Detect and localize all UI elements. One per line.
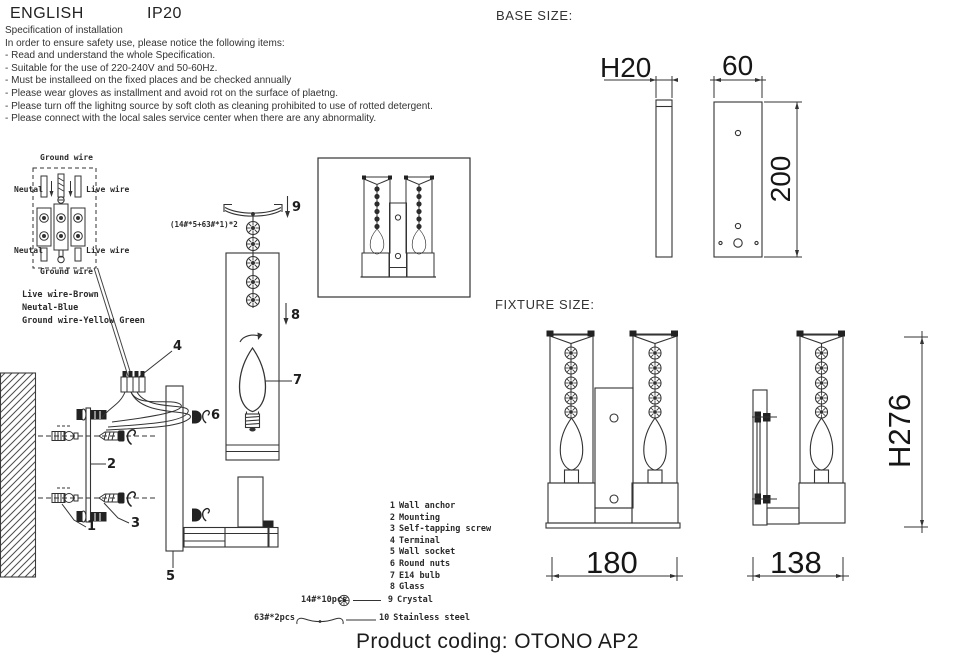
callout-2: 2: [107, 457, 117, 472]
base-size-heading: BASE SIZE:: [496, 8, 573, 23]
wall-socket-plate-drawing: [165, 385, 210, 552]
exploded-view-drawing: [223, 196, 290, 461]
dim-width-60: 60: [722, 50, 754, 81]
base-dimension-lines: [604, 76, 802, 258]
terminal-leader-line: [93, 267, 132, 377]
base-front-view-drawing: [713, 101, 763, 258]
wall-anchor-screw-rows: [38, 426, 155, 506]
wiring-diagram-drawing: [32, 167, 97, 269]
terminal-connector-drawing: [101, 371, 191, 431]
stainless-qty-label: 63#*2pcs: [254, 613, 295, 623]
product-coding-label: Product coding:: [356, 630, 508, 653]
spec-intro: In order to ensure safety use, please no…: [5, 37, 285, 49]
spec-item: - Please connect with the local sales se…: [5, 113, 377, 125]
legend-live: Live wire-Brown: [22, 290, 99, 300]
product-coding-value: OTONO AP2: [514, 630, 639, 653]
callout-3: 3: [131, 516, 141, 531]
legend-neutral: Neutal-Blue: [22, 303, 79, 313]
spec-item: - Please turn off the lighitng source by…: [5, 100, 433, 112]
spec-item: - Read and understand the whole Specific…: [5, 50, 216, 62]
dim-side-width-138: 138: [770, 545, 822, 580]
spec-text-block: Specification of installation In order t…: [5, 25, 433, 126]
live-bottom-label: Live wire: [86, 246, 130, 255]
callout-4: 4: [173, 339, 183, 354]
base-side-view-drawing: [655, 99, 673, 258]
dim-height-200: 200: [765, 155, 796, 203]
wire-color-legend: Live wire-Brown Neutal-Blue Ground wire-…: [22, 289, 145, 328]
callout-6: 6: [211, 408, 221, 423]
spec-item: - Suitable for the use of 220-240V and 5…: [5, 62, 218, 74]
ip-rating-label: IP20: [147, 5, 182, 22]
dim-depth-h20: H20: [600, 52, 652, 83]
callout-5: 5: [166, 569, 176, 584]
spec-title: Specification of installation: [5, 25, 123, 36]
spec-item: - Must be installeed on the fixed places…: [5, 75, 292, 87]
callout-7: 7: [293, 373, 303, 388]
fixture-thumbnail-drawing: [317, 157, 471, 298]
ground-wire-top-label: Ground wire: [40, 153, 93, 162]
ground-wire-bottom-label: Ground wire: [40, 267, 93, 276]
callout-1: 1: [87, 519, 97, 534]
fixture-side-view-drawing: [752, 330, 846, 526]
dim-front-width-180: 180: [586, 545, 638, 580]
wall-hatch-drawing: [0, 372, 37, 578]
fixture-front-view-drawing: [545, 330, 681, 529]
spec-item: - Please wear gloves as installment and …: [5, 87, 338, 99]
callout-9: 9: [292, 200, 302, 215]
fixture-dimension-lines: [546, 331, 928, 581]
dim-height-h276: H276: [882, 393, 917, 469]
product-coding: Product coding: OTONO AP2: [356, 630, 639, 654]
crystal-qty-label: 14#*10pcs: [301, 595, 348, 605]
fixture-size-heading: FIXTURE SIZE:: [495, 297, 595, 312]
neutral-top-label: Neutal: [14, 185, 43, 194]
live-top-label: Live wire: [86, 185, 130, 194]
socket-arm-drawing: [183, 476, 279, 548]
neutral-bottom-label: Neutal: [14, 246, 43, 255]
language-title: ENGLISH: [10, 5, 84, 22]
callout-8: 8: [291, 308, 301, 323]
parts-leader-icons: [296, 594, 381, 625]
mounting-bracket-drawing: [76, 407, 107, 523]
crystal-spec-label: (14#*5+63#*1)*2: [170, 220, 238, 229]
legend-ground: Ground wire-Yellow Green: [22, 316, 145, 326]
